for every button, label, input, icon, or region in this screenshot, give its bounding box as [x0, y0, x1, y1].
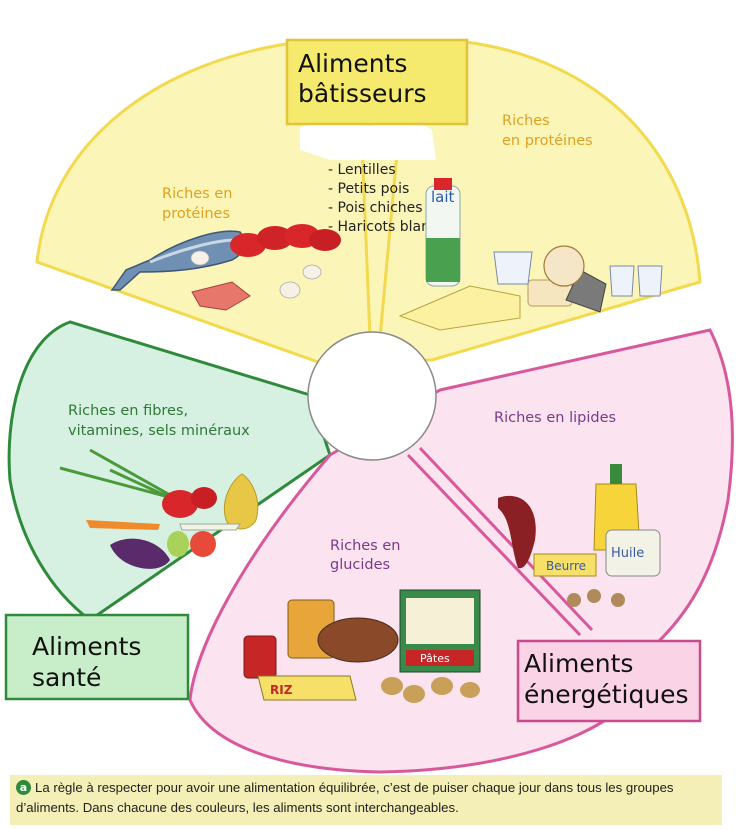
svg-text:RIZ: RIZ: [270, 683, 293, 697]
svg-text:Pâtes: Pâtes: [420, 652, 450, 665]
svg-text:énergétiques: énergétiques: [524, 680, 689, 709]
group-box-energetiques: Aliments énergétiques: [516, 639, 702, 723]
legumes-item: - Petits pois: [328, 181, 409, 197]
proteins-divider: [378, 141, 400, 339]
meat-illustration: [190, 224, 341, 311]
caption-marker: a: [16, 780, 31, 795]
group-box-batisseurs: Aliments bâtisseurs: [285, 38, 469, 126]
svg-text:Huile: Huile: [611, 546, 644, 561]
sector-label-glucides: Riches en: [330, 538, 400, 554]
health-sector: [7, 320, 332, 622]
sector-label-proteins-right: Riches: [502, 113, 550, 129]
svg-text:bâtisseurs: bâtisseurs: [298, 79, 427, 108]
sector-label-proteins-right: en protéines: [502, 133, 593, 149]
legumes-cloud: [300, 121, 436, 160]
group-box-sante: Aliments santé: [4, 613, 190, 701]
milk-bottle-illustration: lait: [425, 178, 461, 287]
legumes-item: - Lentilles: [328, 162, 396, 178]
svg-text:santé: santé: [32, 663, 101, 692]
sector-label-fibres: Riches en fibres,: [68, 403, 188, 419]
sector-label-fibres: vitamines, sels minéraux: [68, 423, 250, 439]
svg-text:Aliments: Aliments: [32, 632, 141, 661]
vegetables-illustration: [59, 448, 259, 569]
proteins-divider: [360, 141, 372, 339]
yogurt-illustration: [493, 245, 663, 297]
svg-text:Beurre: Beurre: [546, 559, 586, 573]
svg-text:lait: lait: [431, 188, 455, 206]
caption-text: La règle à respecter pour avoir une alim…: [16, 780, 674, 815]
svg-text:Aliments: Aliments: [298, 49, 407, 78]
sector-label-glucides: glucides: [330, 557, 390, 573]
sector-label-lipides: Riches en lipides: [494, 410, 616, 426]
sector-label-proteins-left: Riches en: [162, 186, 232, 202]
energy-divider: [418, 446, 594, 632]
svg-text:Aliments: Aliments: [524, 649, 633, 678]
energy-divider: [406, 453, 582, 637]
sector-label-proteins-left: protéines: [162, 206, 230, 222]
center-circle: [307, 331, 437, 461]
lipids-illustration: Beurre Huile: [498, 464, 661, 607]
legumes-item: - Pois chiches: [328, 200, 423, 216]
carbs-illustration: Pâtes RIZ: [243, 589, 481, 703]
